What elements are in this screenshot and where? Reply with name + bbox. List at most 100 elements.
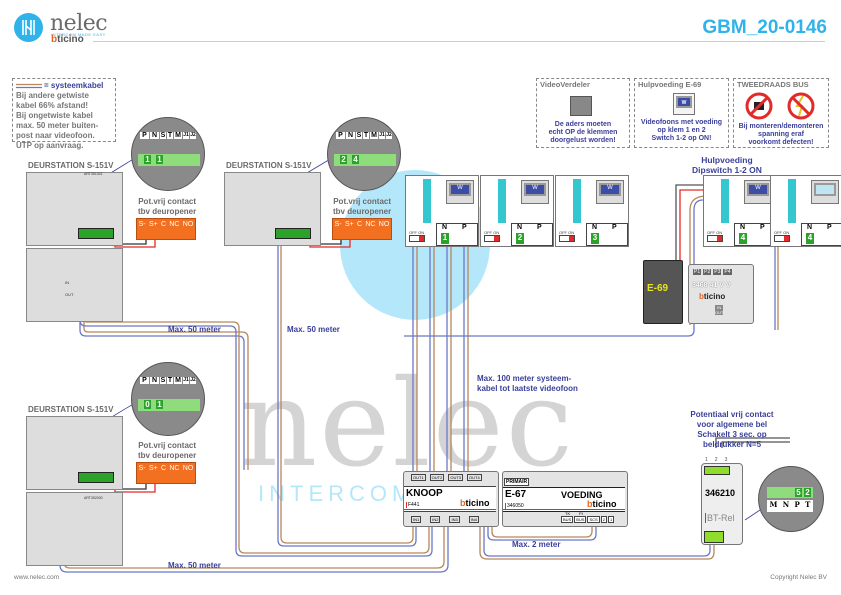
door-opener-contact: S- S+ C NC NO xyxy=(136,218,196,240)
cable-note-line: UTP op aanvraag. xyxy=(16,141,84,150)
cable-note-line: Bij andere getwiste xyxy=(16,91,89,100)
vd-ports: P1 P2 P3 P4 xyxy=(693,269,732,275)
knoop-f441: OUT1 OUT2 OUT3 OUT4 KNOOP F441 bticino I… xyxy=(403,471,499,527)
n-value: 4 xyxy=(806,233,814,244)
dip-label: S xyxy=(160,377,166,384)
contact-terminals: S- S+ C NC NO xyxy=(137,463,195,472)
bt-rel-value: 5 xyxy=(795,488,802,497)
p-label: P xyxy=(612,224,617,231)
bt-rel-label: M xyxy=(769,500,778,509)
note-line: Bij monteren/demonteren xyxy=(738,123,824,130)
dip-label: J1 xyxy=(183,377,189,384)
dip-label: M xyxy=(174,132,182,139)
door-station-title: DEURSTATION S-151V xyxy=(28,161,114,170)
relay-note: Potentiaal vrij contact voor algemene be… xyxy=(677,410,787,450)
dip-label: T xyxy=(167,132,173,139)
dip-labels: P N S T M J1 J2 xyxy=(336,132,392,139)
voeding-terminal: BUS xyxy=(574,516,587,523)
note-title: VideoVerdeler xyxy=(540,80,590,89)
cable-legend-label: = systeemkabel xyxy=(44,81,104,90)
knoop-red-line xyxy=(404,509,496,510)
terminal-label: S- xyxy=(138,465,146,472)
relay-note-line: voor algemene bel xyxy=(696,420,768,429)
dip-switch-row: 0 1 xyxy=(138,399,200,411)
terminal-block xyxy=(78,228,114,239)
dip-label: J2 xyxy=(190,132,196,139)
nelec-logo-icon xyxy=(14,13,43,42)
bt-rel-terminal-numbers: 1 2 3 xyxy=(705,457,727,463)
e69-label: E-69 xyxy=(647,283,669,294)
brand-tagline: INTERCOM MADE EASY xyxy=(51,32,106,37)
note-line: spanning eraf xyxy=(758,131,804,138)
bt-rel-zoom: 5 2 M N P T xyxy=(758,466,824,532)
watermark-text: nelec xyxy=(240,355,575,494)
dip-switch-toggle xyxy=(484,235,500,242)
terminal-label: S- xyxy=(138,221,146,228)
contact-title-line: Pot.vrij contact xyxy=(138,197,197,206)
contact-title: Pot.vrij contact tbv deuropener xyxy=(333,197,391,217)
terminal-label: C xyxy=(161,221,167,228)
videophone-terminal-strip xyxy=(573,179,581,223)
dip-label: P xyxy=(336,132,345,139)
videophone-screen: W xyxy=(524,183,546,196)
system-cable-line: kabel tot laatste videofoon xyxy=(477,384,578,393)
terminal-label: C xyxy=(357,221,363,228)
bticino-rest: ticino xyxy=(703,292,726,301)
door-opener-contact: S- S+ C NC NO xyxy=(332,218,392,240)
pi-label: PI xyxy=(579,511,583,516)
contact-title-line: tbv deuropener xyxy=(138,207,197,216)
bticino-rest: ticino xyxy=(592,499,617,509)
note-line: echt OP de klemmen xyxy=(548,129,618,136)
note-line: voorkomt defecten! xyxy=(748,139,814,146)
primary-label: PRIMAIR xyxy=(504,478,530,486)
dip-switch-zoom: P N S T M J1 J2 2 4 xyxy=(327,117,401,191)
p-label: P xyxy=(537,224,542,231)
cable-note-line: max. 50 meter buiten- xyxy=(16,121,99,130)
bt-rel-name: BT-Rel xyxy=(705,513,735,523)
cable-note-line: kabel 66% afstand! xyxy=(16,101,89,110)
note-body: Videofoons met voeding op klem 1 en 2 Sw… xyxy=(635,119,728,143)
videophone-terminal-strip xyxy=(423,179,431,223)
videophone-screen xyxy=(814,183,836,196)
footer-copyright: Copyright Nelec BV xyxy=(770,574,827,581)
knoop-face: KNOOP F441 bticino xyxy=(404,486,496,512)
contact-title: Pot.vrij contact tbv deuropener xyxy=(138,441,196,461)
dip-switch-row: 1 1 xyxy=(138,154,200,166)
p-label: P xyxy=(827,224,832,231)
dip-labels: P N S T M J1 J2 xyxy=(140,377,196,384)
videophone-monitor: W xyxy=(596,180,624,204)
bt-rel-label: P xyxy=(794,500,800,509)
vd-code: 3468 41 V V xyxy=(692,282,731,289)
aux-power-note: Hulpvoeding E-69 W Videofoons met voedin… xyxy=(634,78,729,148)
dip-label: J2 xyxy=(190,377,196,384)
no-voltage-icon xyxy=(787,92,815,120)
power-distance: Max. 2 meter xyxy=(512,540,561,549)
n-value: 4 xyxy=(739,233,747,244)
dip-label: S xyxy=(160,132,166,139)
note-title: Hulpvoeding E-69 xyxy=(638,80,702,89)
watermark-intercom: INTERCOM xyxy=(258,481,416,506)
bt-rel-labels: M N P T xyxy=(767,500,813,512)
cable-note-line: post naar videofoon. xyxy=(16,131,95,140)
bticino-rest: ticino xyxy=(465,498,490,508)
contact-terminals: S- S+ C NC NO xyxy=(333,219,391,228)
door-station-title: DEURSTATION S-151V xyxy=(28,405,114,414)
module-code: ART352000 xyxy=(84,496,103,500)
videophone-monitor: W xyxy=(744,180,772,204)
wire-ds3-blue xyxy=(59,500,449,573)
knoop-bticino-logo: bticino xyxy=(460,498,490,508)
dip-label: N xyxy=(346,132,355,139)
videophone-monitor xyxy=(811,180,839,204)
footer-website[interactable]: www.nelec.com xyxy=(14,574,60,581)
terminal-block xyxy=(275,228,311,239)
videophone-screen: W xyxy=(747,183,769,196)
terminal-label: NO xyxy=(182,465,194,472)
knoop-output: OUT3 xyxy=(448,474,464,481)
voeding-terminal: 2 xyxy=(600,516,607,523)
bt-rel-346210: 1 2 3 346210 BT-Rel xyxy=(701,457,743,545)
n-label: N xyxy=(592,224,598,231)
knoop-output: OUT4 xyxy=(467,474,482,481)
dip-switch-toggle xyxy=(707,235,723,242)
knoop-input: IN2 xyxy=(430,516,441,523)
